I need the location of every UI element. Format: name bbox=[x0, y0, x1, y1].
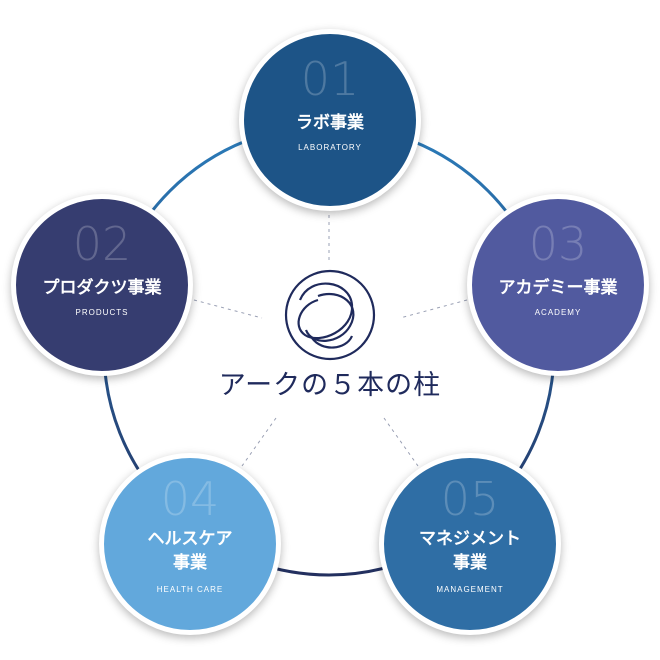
pillar-number: 04 bbox=[160, 472, 220, 526]
pillar-circle-healthcare[interactable]: 04 ヘルスケア事業 HEALTH CARE bbox=[99, 453, 281, 635]
pillar-circle-management[interactable]: 05 マネジメント事業 MANAGEMENT bbox=[379, 453, 561, 635]
pillar-circle-products[interactable]: 02 プロダクツ事業 PRODUCTS bbox=[11, 194, 193, 376]
pillar-title: ラボ事業 bbox=[296, 113, 364, 133]
pillar-subtitle: HEALTH CARE bbox=[156, 585, 224, 594]
pillar-subtitle: PRODUCTS bbox=[75, 308, 129, 317]
pillar-number: 02 bbox=[72, 217, 132, 271]
dash-line-02 bbox=[193, 299, 263, 319]
pillar-subtitle: ACADEMY bbox=[534, 308, 582, 317]
pillar-circle-academy[interactable]: 03 アカデミー事業 ACADEMY bbox=[467, 194, 649, 376]
dash-line-04 bbox=[241, 417, 277, 467]
dash-line-05 bbox=[383, 417, 419, 467]
pillar-title: ヘルスケア bbox=[147, 529, 233, 549]
arc-logo-icon bbox=[284, 269, 376, 361]
pillar-title: 事業 bbox=[453, 553, 487, 573]
pillar-title: マネジメント bbox=[419, 529, 521, 549]
dash-line-03 bbox=[399, 299, 468, 319]
pillar-subtitle: LABORATORY bbox=[298, 143, 362, 152]
dashed-connectors bbox=[193, 208, 468, 467]
pillar-title: プロダクツ事業 bbox=[42, 278, 162, 298]
pillar-circle-laboratory[interactable]: 01 ラボ事業 LABORATORY bbox=[239, 29, 421, 211]
pillar-title: 事業 bbox=[173, 553, 207, 573]
pillar-number: 05 bbox=[440, 472, 500, 526]
pillar-number: 01 bbox=[300, 52, 360, 106]
pillar-number: 03 bbox=[528, 217, 588, 271]
pillar-subtitle: MANAGEMENT bbox=[436, 585, 504, 594]
pillar-title: アカデミー事業 bbox=[498, 278, 618, 298]
center-title: アークの５本の柱 bbox=[218, 370, 442, 401]
